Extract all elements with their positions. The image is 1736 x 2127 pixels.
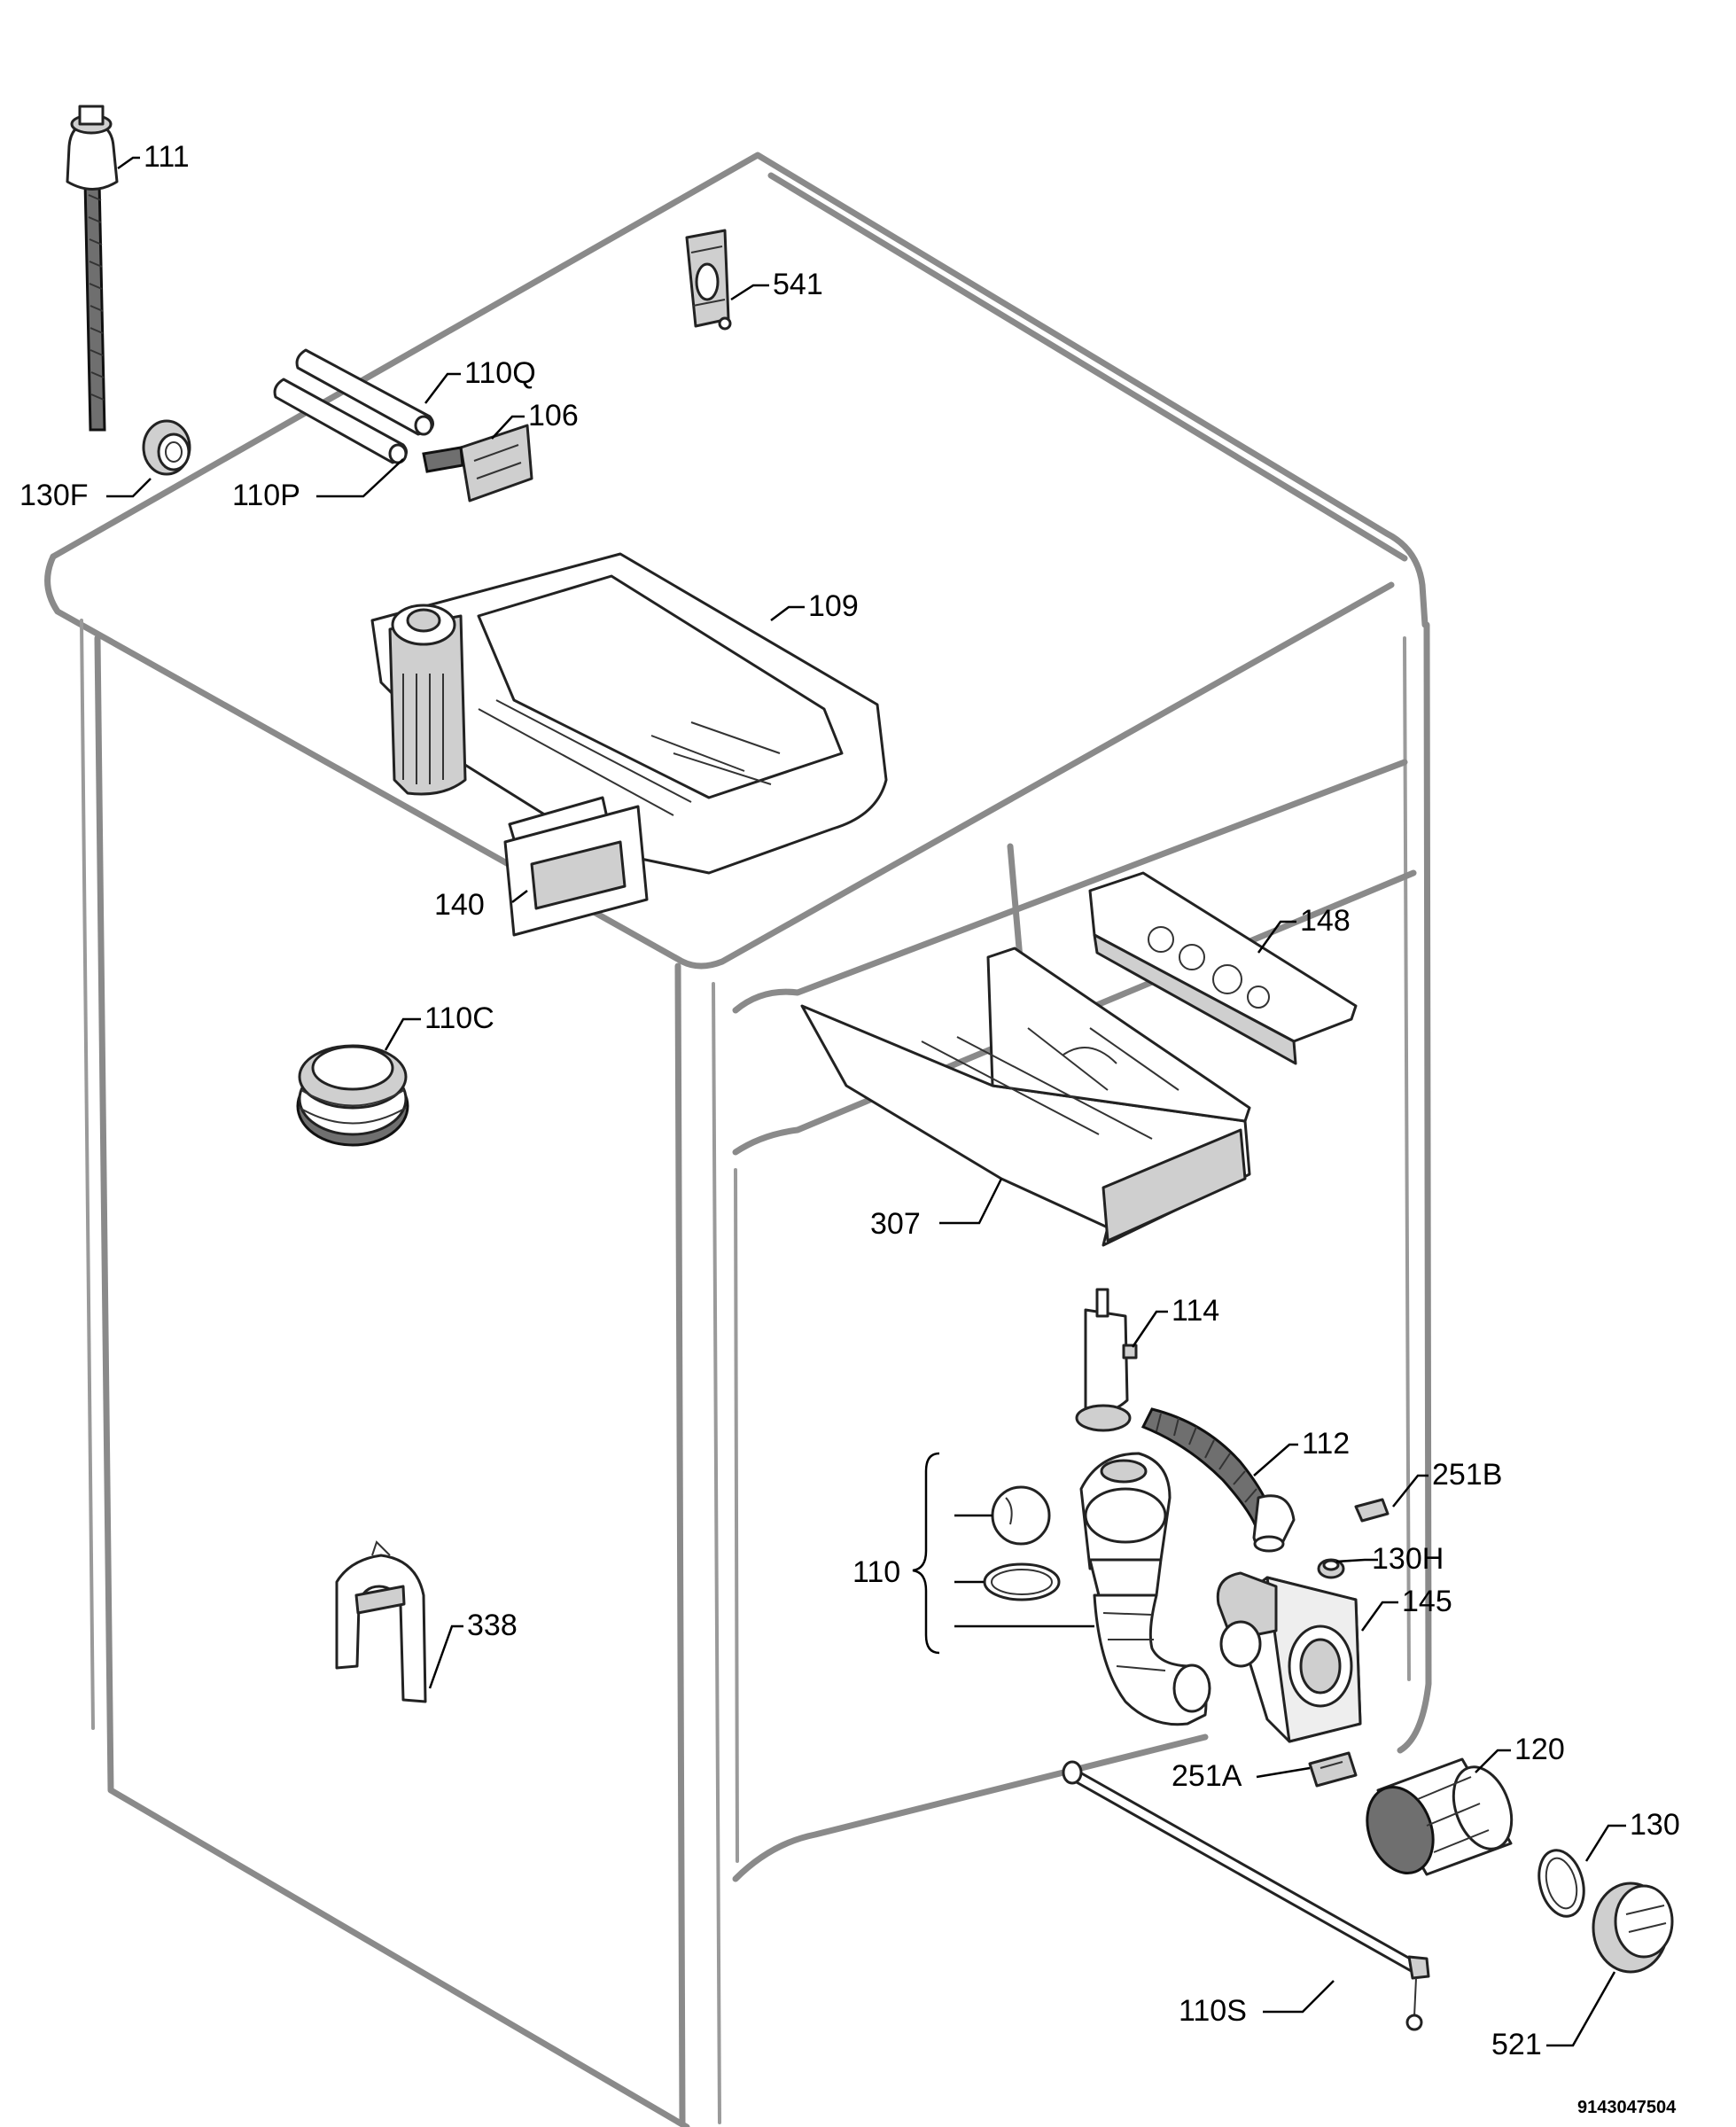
part-145-pump bbox=[1216, 1571, 1362, 1743]
part-541-bracket bbox=[685, 229, 732, 331]
callout-111: 111 bbox=[144, 140, 190, 174]
part-307-dispenser-drawer bbox=[800, 947, 1251, 1247]
callout-148: 148 bbox=[1300, 904, 1351, 938]
callout-145: 145 bbox=[1402, 1585, 1452, 1618]
callout-521: 521 bbox=[1491, 2028, 1542, 2061]
document-number: 9143047504 bbox=[1577, 2098, 1677, 2117]
part-106-connector bbox=[422, 424, 533, 503]
callout-110q: 110Q bbox=[464, 356, 536, 390]
callout-130f: 130F bbox=[19, 479, 89, 512]
part-120-filter bbox=[1366, 1757, 1514, 1876]
part-148-bracket bbox=[1088, 871, 1358, 1065]
callout-114: 114 bbox=[1172, 1294, 1219, 1328]
part-140-panel bbox=[503, 805, 649, 937]
part-110q-pipe bbox=[295, 348, 434, 436]
callout-110p: 110P bbox=[232, 479, 300, 512]
callout-120: 120 bbox=[1514, 1733, 1565, 1766]
part-130f-cap bbox=[142, 419, 191, 476]
callout-110c: 110C bbox=[424, 1001, 494, 1035]
callout-338: 338 bbox=[467, 1609, 518, 1642]
callout-140: 140 bbox=[434, 888, 485, 922]
callout-labels: 111 541 110Q 106 110P 130F 109 140 148 1… bbox=[19, 140, 1680, 2061]
cabinet-outline bbox=[44, 152, 1432, 2127]
part-251a-clip bbox=[1308, 1751, 1358, 1788]
callout-106: 106 bbox=[528, 399, 579, 432]
part-338-hose-guide bbox=[335, 1540, 427, 1703]
callout-251a: 251A bbox=[1172, 1759, 1242, 1793]
callout-130: 130 bbox=[1630, 1808, 1680, 1842]
part-114-air-chamber bbox=[1075, 1288, 1138, 1432]
part-251b-clip bbox=[1354, 1498, 1390, 1523]
callout-251b: 251B bbox=[1432, 1458, 1502, 1492]
part-521-cap bbox=[1592, 1882, 1674, 1974]
part-110-pump-group bbox=[983, 1452, 1211, 1726]
callout-307: 307 bbox=[870, 1207, 921, 1241]
callout-110: 110 bbox=[852, 1555, 900, 1589]
part-110s-drain-hose bbox=[1062, 1760, 1430, 2031]
part-111-inlet-hose bbox=[66, 105, 119, 432]
callout-109: 109 bbox=[808, 589, 859, 623]
callout-112: 112 bbox=[1302, 1427, 1350, 1461]
callout-130h: 130H bbox=[1372, 1542, 1444, 1576]
part-112-hose bbox=[1140, 1407, 1296, 1553]
leader-lines bbox=[106, 156, 1626, 2047]
part-130h-seal bbox=[1317, 1558, 1345, 1579]
part-110p-pipe bbox=[273, 378, 408, 464]
part-130-o-ring bbox=[1537, 1849, 1585, 1918]
callout-541: 541 bbox=[773, 268, 823, 301]
callout-110s: 110S bbox=[1179, 1994, 1247, 2028]
part-110c-bellows bbox=[296, 1044, 409, 1147]
